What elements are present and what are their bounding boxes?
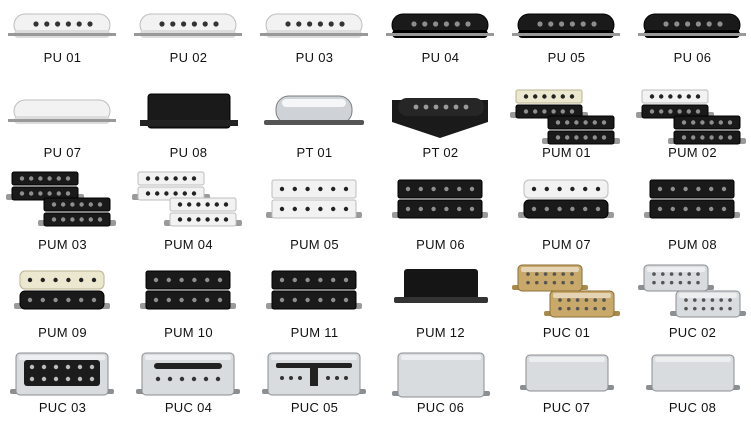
pickup-tile-pum-04: PUM 04 (126, 168, 251, 254)
pickup-image-pum-10 (126, 259, 251, 325)
pickup-tile-pum-09: PUM 09 (0, 259, 125, 345)
pickup-tile-pum-03: PUM 03 (0, 168, 125, 254)
pickup-label: PU 03 (295, 50, 334, 65)
pickup-label: PUC 03 (38, 400, 87, 415)
pickup-image-pum-04 (126, 168, 251, 234)
pickup-label: PUC 04 (164, 400, 213, 415)
pickup-image-puc-05 (252, 345, 377, 411)
pickup-image-pu-02 (126, 0, 251, 66)
pickup-image-pum-11 (252, 259, 377, 325)
pickup-label: PUM 06 (416, 237, 465, 252)
pickup-image-pum-06 (378, 168, 503, 234)
pickup-image-pum-03 (0, 168, 125, 234)
pickup-label: PUM 07 (542, 237, 591, 252)
pickup-label: PU 01 (43, 50, 82, 65)
pickup-image-puc-04 (126, 345, 251, 411)
pickup-label: PUM 11 (290, 325, 339, 340)
pickup-label: PUC 01 (542, 325, 591, 340)
pickup-label: PU 07 (43, 145, 82, 160)
pickup-tile-pt-01: PT 01 (252, 86, 377, 172)
pickup-tile-puc-04: PUC 04 (126, 345, 251, 431)
pickup-image-puc-08 (630, 345, 751, 411)
pickup-image-pt-02 (378, 86, 503, 152)
pickup-image-pu-08 (126, 86, 251, 152)
pickup-tile-pu-03: PU 03 (252, 0, 377, 86)
pickup-label: PUM 05 (290, 237, 339, 252)
pickup-image-puc-06 (378, 345, 503, 411)
pickup-tile-pu-05: PU 05 (504, 0, 629, 86)
pickup-image-pum-05 (252, 168, 377, 234)
pickup-label: PUM 04 (164, 237, 213, 252)
pickup-label: PT 02 (422, 145, 459, 160)
pickup-label: PU 02 (169, 50, 208, 65)
pickup-tile-pum-06: PUM 06 (378, 168, 503, 254)
pickup-label: PUC 02 (668, 325, 717, 340)
pickup-label: PUM 08 (668, 237, 717, 252)
pickup-tile-pu-02: PU 02 (126, 0, 251, 86)
pickup-tile-puc-01: PUC 01 (504, 259, 629, 345)
pickup-label: PUM 09 (38, 325, 87, 340)
pickup-tile-puc-05: PUC 05 (252, 345, 377, 431)
pickup-label: PUC 06 (416, 400, 465, 415)
pickup-image-pu-05 (504, 0, 629, 66)
pickup-tile-puc-06: PUC 06 (378, 345, 503, 431)
pickup-tile-pu-07: PU 07 (0, 86, 125, 172)
pickup-image-puc-01 (504, 259, 629, 325)
pickup-tile-pu-04: PU 04 (378, 0, 503, 86)
pickup-tile-pum-01: PUM 01 (504, 86, 629, 172)
pickup-tile-pum-08: PUM 08 (630, 168, 751, 254)
pickup-tile-puc-02: PUC 02 (630, 259, 751, 345)
pickup-label: PUM 02 (668, 145, 717, 160)
pickup-image-pum-07 (504, 168, 629, 234)
pickup-image-pt-01 (252, 86, 377, 152)
pickup-tile-pt-02: PT 02 (378, 86, 503, 172)
pickup-tile-pum-05: PUM 05 (252, 168, 377, 254)
pickup-label: PT 01 (296, 145, 333, 160)
pickup-tile-pum-07: PUM 07 (504, 168, 629, 254)
pickup-image-pum-12 (378, 259, 503, 325)
pickup-tile-pu-01: PU 01 (0, 0, 125, 86)
pickup-label: PUC 08 (668, 400, 717, 415)
pickup-tile-puc-03: PUC 03 (0, 345, 125, 431)
pickup-image-pum-09 (0, 259, 125, 325)
pickup-tile-pum-12: PUM 12 (378, 259, 503, 345)
pickup-image-puc-07 (504, 345, 629, 411)
pickup-label: PUM 03 (38, 237, 87, 252)
pickup-label: PUM 12 (416, 325, 465, 340)
pickup-tile-pum-02: PUM 02 (630, 86, 751, 172)
pickup-image-pum-02 (630, 86, 751, 152)
pickup-tile-puc-07: PUC 07 (504, 345, 629, 431)
pickup-image-puc-02 (630, 259, 751, 325)
pickup-image-pu-03 (252, 0, 377, 66)
pickup-label: PUM 01 (542, 145, 591, 160)
pickup-tile-pu-06: PU 06 (630, 0, 751, 86)
pickup-label: PU 04 (421, 50, 460, 65)
pickup-image-pu-04 (378, 0, 503, 66)
pickup-tile-pu-08: PU 08 (126, 86, 251, 172)
pickup-image-pu-06 (630, 0, 751, 66)
pickup-label: PU 05 (547, 50, 586, 65)
pickup-image-pu-01 (0, 0, 125, 66)
pickup-tile-pum-10: PUM 10 (126, 259, 251, 345)
pickup-image-pum-01 (504, 86, 629, 152)
pickup-tile-puc-08: PUC 08 (630, 345, 751, 431)
pickup-label: PU 08 (169, 145, 208, 160)
pickup-label: PU 06 (673, 50, 712, 65)
pickup-label: PUM 10 (164, 325, 213, 340)
pickup-image-pum-08 (630, 168, 751, 234)
pickup-label: PUC 07 (542, 400, 591, 415)
pickup-image-pu-07 (0, 86, 125, 152)
pickup-label: PUC 05 (290, 400, 339, 415)
pickup-image-puc-03 (0, 345, 125, 411)
pickup-tile-pum-11: PUM 11 (252, 259, 377, 345)
